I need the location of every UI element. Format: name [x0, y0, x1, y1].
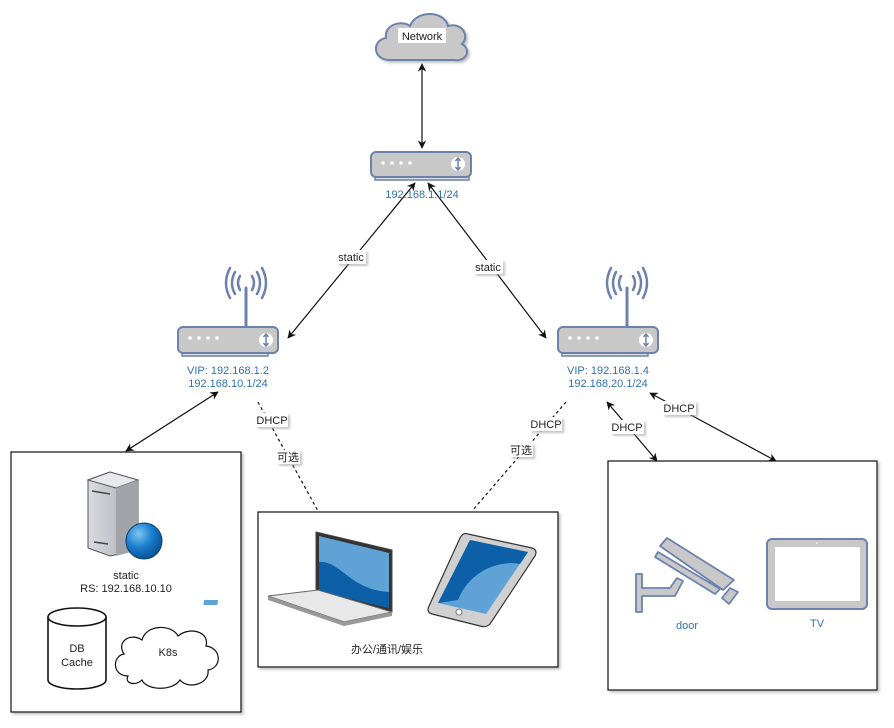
edge-label-right-dhcp: DHCP: [530, 419, 561, 431]
database-icon[interactable]: DB Cache: [47, 607, 107, 690]
iot-group[interactable]: door TV: [607, 460, 878, 691]
server-label-mode: static: [113, 570, 139, 582]
devices-group-label: 办公/通讯/娱乐: [351, 642, 423, 656]
edges: [125, 63, 777, 512]
wifi-antenna-icon: [605, 266, 649, 328]
k8s-cloud[interactable]: K8s: [114, 626, 219, 689]
db-label-line1: DB: [69, 643, 84, 655]
edge-label-tv-dhcp: DHCP: [663, 403, 694, 415]
server-icon: [86, 471, 140, 557]
devices-group[interactable]: 办公/通讯/娱乐: [203, 511, 559, 668]
tv-label: TV: [810, 618, 825, 630]
router-icon: [370, 151, 472, 178]
server-label-ip: RS: 192.168.10.10: [80, 583, 172, 595]
edge-label-left-optional: 可选: [277, 451, 299, 464]
left-router-subnet: 192.168.10.1/24: [188, 378, 268, 390]
edge-left-router-servers[interactable]: [125, 391, 219, 452]
k8s-label: K8s: [159, 647, 178, 659]
edge-label-core-right: static: [475, 262, 501, 274]
router-icon: [177, 326, 279, 354]
router-icon: [557, 326, 659, 354]
tablet-icon: [427, 532, 537, 628]
edge-label-door-dhcp: DHCP: [611, 422, 642, 434]
right-router-subnet: 192.168.20.1/24: [568, 378, 648, 390]
right-wireless-router[interactable]: VIP: 192.168.1.4 192.168.20.1/24: [557, 266, 659, 390]
globe-icon: [125, 522, 163, 560]
cloud-icon: [114, 626, 219, 689]
core-router-label: 192.168.1.1/24: [385, 189, 458, 201]
laptop-icon: [203, 531, 393, 626]
edge-label-core-left: static: [338, 252, 364, 264]
edge-labels: static static DHCP 可选 DHCP 可选 DHCP DHCP: [256, 250, 696, 464]
wifi-antenna-icon: [224, 266, 268, 328]
db-label-line2: Cache: [61, 657, 93, 669]
tv-icon: [766, 538, 868, 610]
right-router-vip: VIP: 192.168.1.4: [567, 365, 649, 377]
door-label: door: [676, 620, 698, 632]
core-router[interactable]: 192.168.1.1/24: [370, 151, 472, 201]
security-camera-icon: [635, 537, 739, 613]
left-wireless-router[interactable]: VIP: 192.168.1.2 192.168.10.1/24: [177, 266, 279, 390]
cloud-network-label: Network: [402, 31, 443, 43]
left-router-vip: VIP: 192.168.1.2: [187, 365, 269, 377]
server-group[interactable]: static RS: 192.168.10.10 DB Cache K8s: [10, 451, 242, 713]
edge-label-left-dhcp: DHCP: [256, 415, 287, 427]
edge-label-right-optional: 可选: [510, 444, 532, 457]
cloud-network[interactable]: Network: [375, 13, 469, 62]
